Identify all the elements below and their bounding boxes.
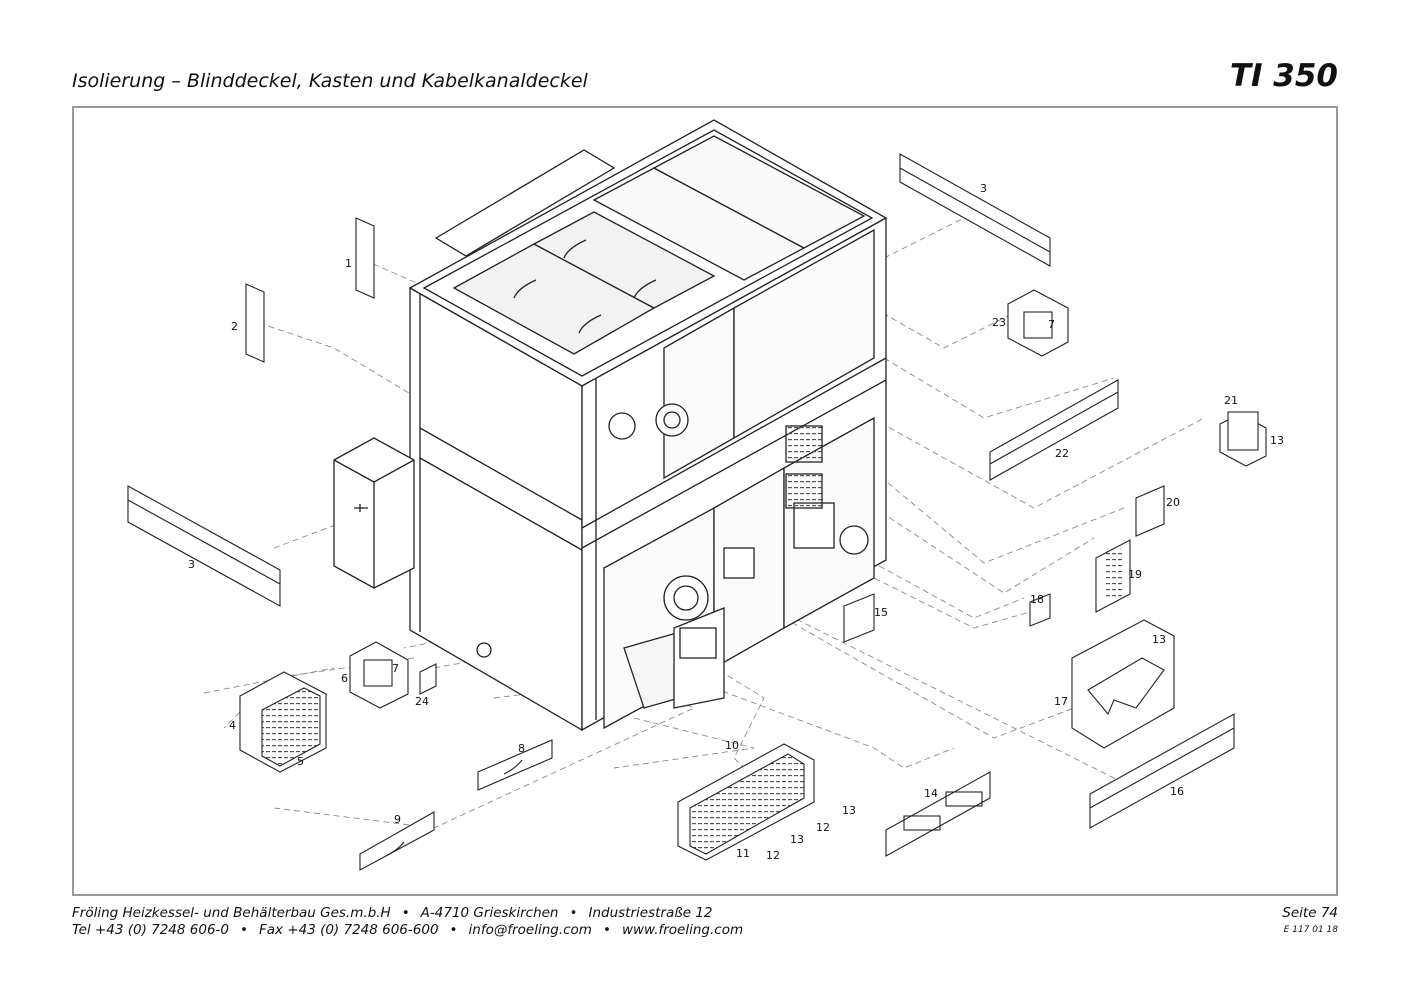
callout-18: 18 — [1030, 593, 1044, 606]
callout-7-left: 7 — [392, 662, 399, 675]
footer-web[interactable]: www.froeling.com — [621, 922, 744, 938]
callout-13-b: 13 — [842, 804, 856, 817]
footer-street: Industriestraße 12 — [588, 905, 713, 921]
callout-21: 21 — [1224, 394, 1238, 407]
footer-line-1: Fröling Heizkessel- und Behälterbau Ges.… — [72, 905, 713, 921]
footer-email[interactable]: info@froeling.com — [468, 922, 592, 938]
callout-8: 8 — [518, 742, 525, 755]
callout-2: 2 — [231, 320, 238, 333]
callout-12-a: 12 — [766, 849, 780, 862]
callout-12-b: 12 — [816, 821, 830, 834]
callout-20: 20 — [1166, 496, 1180, 509]
callout-7-right: 7 — [1048, 318, 1055, 331]
callout-22: 22 — [1055, 447, 1069, 460]
footer-fax: Fax +43 (0) 7248 606-600 — [258, 922, 439, 938]
callout-13-c: 13 — [1270, 434, 1284, 447]
callout-16: 16 — [1170, 785, 1184, 798]
callout-14: 14 — [924, 787, 938, 800]
footer-address: A-4710 Grieskirchen — [420, 905, 559, 921]
exploded-view-diagram: 1 2 3 3 4 5 6 7 7 8 9 10 11 12 12 13 13 … — [127, 119, 1284, 871]
callout-24: 24 — [415, 695, 429, 708]
callout-3-left: 3 — [188, 558, 195, 571]
page-title: Isolierung – Blinddeckel, Kasten und Kab… — [72, 70, 588, 92]
callout-labels: 1 2 3 3 4 5 6 7 7 8 9 10 11 12 12 13 13 … — [188, 182, 1284, 862]
callout-11: 11 — [736, 847, 750, 860]
footer-line-2: Tel +43 (0) 7248 606-0•Fax +43 (0) 7248 … — [72, 922, 744, 938]
callout-4: 4 — [229, 719, 236, 732]
footer-company: Fröling Heizkessel- und Behälterbau Ges.… — [72, 905, 391, 921]
callout-10: 10 — [725, 739, 739, 752]
callout-17: 17 — [1054, 695, 1068, 708]
exploded-parts — [127, 153, 1267, 871]
callout-1: 1 — [345, 257, 352, 270]
page-number: Seite 74 — [1282, 905, 1338, 921]
boiler-body — [333, 119, 888, 732]
callout-3-top: 3 — [980, 182, 987, 195]
callout-13-d: 13 — [1152, 633, 1166, 646]
callout-5: 5 — [297, 755, 304, 768]
callout-9: 9 — [394, 813, 401, 826]
callout-13-a: 13 — [790, 833, 804, 846]
model-name: TI 350 — [1229, 58, 1338, 94]
footer-phone: Tel +43 (0) 7248 606-0 — [72, 922, 229, 938]
callout-23: 23 — [992, 316, 1006, 329]
callout-15: 15 — [874, 606, 888, 619]
callout-6: 6 — [341, 672, 348, 685]
doc-code: E 117 01 18 — [1283, 925, 1338, 935]
diagram-frame: 1 2 3 3 4 5 6 7 7 8 9 10 11 12 12 13 13 … — [72, 106, 1338, 896]
callout-19: 19 — [1128, 568, 1142, 581]
